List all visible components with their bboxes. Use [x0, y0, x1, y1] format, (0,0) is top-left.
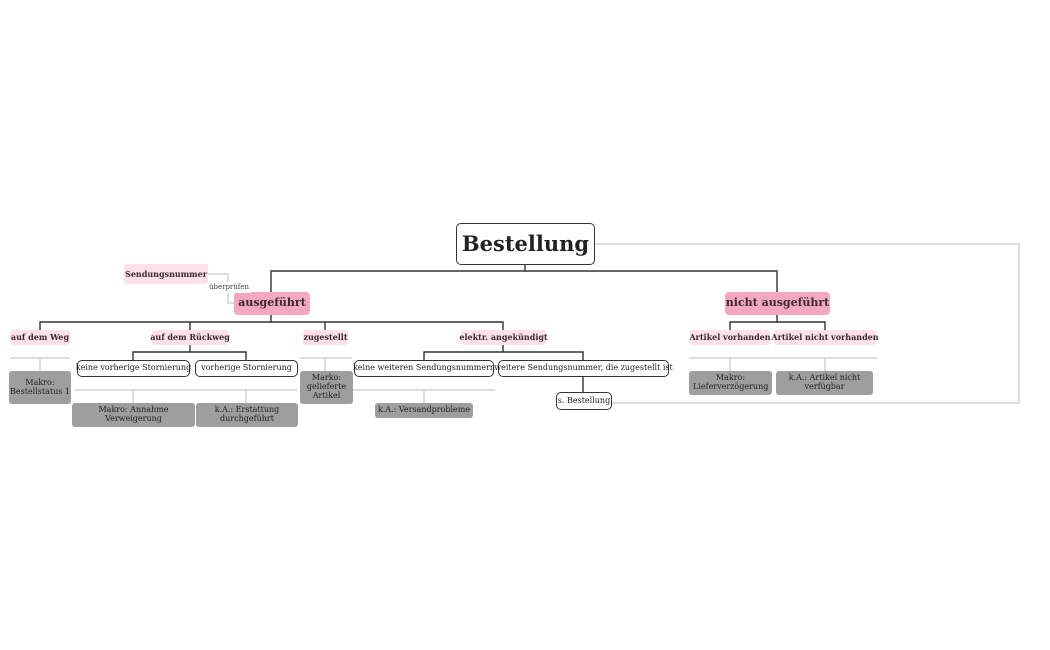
- root-label: Bestellung: [461, 231, 590, 257]
- leaf-marko-gelieferte[interactable]: Marko: gelieferte Artikel: [300, 371, 353, 404]
- leaf-ka-versand[interactable]: k.A.: Versandprobleme: [375, 403, 473, 418]
- node-label: keine vorherige Stornierung: [75, 363, 192, 373]
- leaf-ka-artikel-nicht[interactable]: k.A.: Artikel nicht verfügbar: [776, 371, 873, 395]
- callout-sendungsnummer[interactable]: Sendungsnummer: [124, 264, 208, 284]
- leaf-label: Marko: gelieferte Artikel: [306, 373, 347, 400]
- node-artikel-nicht-vorhanden[interactable]: Artikel nicht vorhanden: [771, 330, 879, 345]
- node-weitere-sendungsnummer[interactable]: weitere Sendungsnummer, die zugestellt i…: [494, 360, 673, 377]
- node-zugestellt[interactable]: zugestellt: [303, 330, 348, 345]
- node-keine-vorherige-stornierung[interactable]: keine vorherige Stornierung: [75, 360, 192, 377]
- node-label: Artikel nicht vorhanden: [771, 332, 879, 343]
- callout-label: Sendungsnummer: [125, 268, 207, 279]
- leaf-label: Makro: Bestellstatus 1: [10, 377, 70, 396]
- node-label: weitere Sendungsnummer, die zugestellt i…: [494, 363, 673, 373]
- node-label: s. Bestellung: [557, 395, 611, 405]
- leaf-label: Makro: Lieferverzögerung: [693, 373, 769, 391]
- leaf-label: k.A.: Versandprobleme: [377, 405, 471, 415]
- relation-label: überprüfen: [207, 282, 251, 293]
- node-label: zugestellt: [303, 332, 348, 343]
- node-artikel-vorhanden[interactable]: Artikel vorhanden: [689, 330, 771, 345]
- root-node[interactable]: Bestellung: [456, 223, 595, 265]
- node-label: Artikel vorhanden: [689, 332, 771, 343]
- node-keine-weiteren-sendungsnummern[interactable]: keine weiteren Sendungsnummern: [352, 360, 496, 377]
- node-elektr-angekuendigt[interactable]: elektr. angekündigt: [459, 330, 548, 345]
- node-label: auf dem Rückweg: [150, 332, 230, 343]
- relation-text: überprüfen: [208, 282, 250, 291]
- node-label: nicht ausgeführt: [725, 296, 830, 310]
- leaf-makro-lieferverz[interactable]: Makro: Lieferverzögerung: [689, 371, 772, 395]
- leaf-makro-annahme[interactable]: Makro: Annahme Verweigerung: [72, 403, 195, 427]
- node-nicht-ausgefuehrt[interactable]: nicht ausgeführt: [725, 292, 830, 315]
- node-label: elektr. angekündigt: [459, 332, 548, 343]
- node-vorherige-stornierung[interactable]: vorherige Stornierung: [195, 360, 298, 377]
- node-auf-dem-weg[interactable]: auf dem Weg: [10, 330, 70, 345]
- leaf-label: Makro: Annahme Verweigerung: [98, 405, 169, 423]
- leaf-makro-bestellstatus[interactable]: Makro: Bestellstatus 1: [9, 371, 71, 404]
- node-auf-dem-rueckweg[interactable]: auf dem Rückweg: [150, 330, 230, 345]
- node-label: ausgeführt: [238, 296, 306, 310]
- leaf-label: k.A.: Erstattung durchgeführt: [214, 405, 280, 423]
- node-ausgefuehrt[interactable]: ausgeführt: [234, 292, 310, 315]
- leaf-ka-erstattung[interactable]: k.A.: Erstattung durchgeführt: [196, 403, 298, 427]
- node-label: auf dem Weg: [10, 332, 70, 343]
- node-s-bestellung[interactable]: s. Bestellung: [556, 392, 612, 410]
- leaf-label: k.A.: Artikel nicht verfügbar: [788, 373, 861, 391]
- node-label: keine weiteren Sendungsnummern: [352, 363, 496, 373]
- node-label: vorherige Stornierung: [201, 363, 292, 373]
